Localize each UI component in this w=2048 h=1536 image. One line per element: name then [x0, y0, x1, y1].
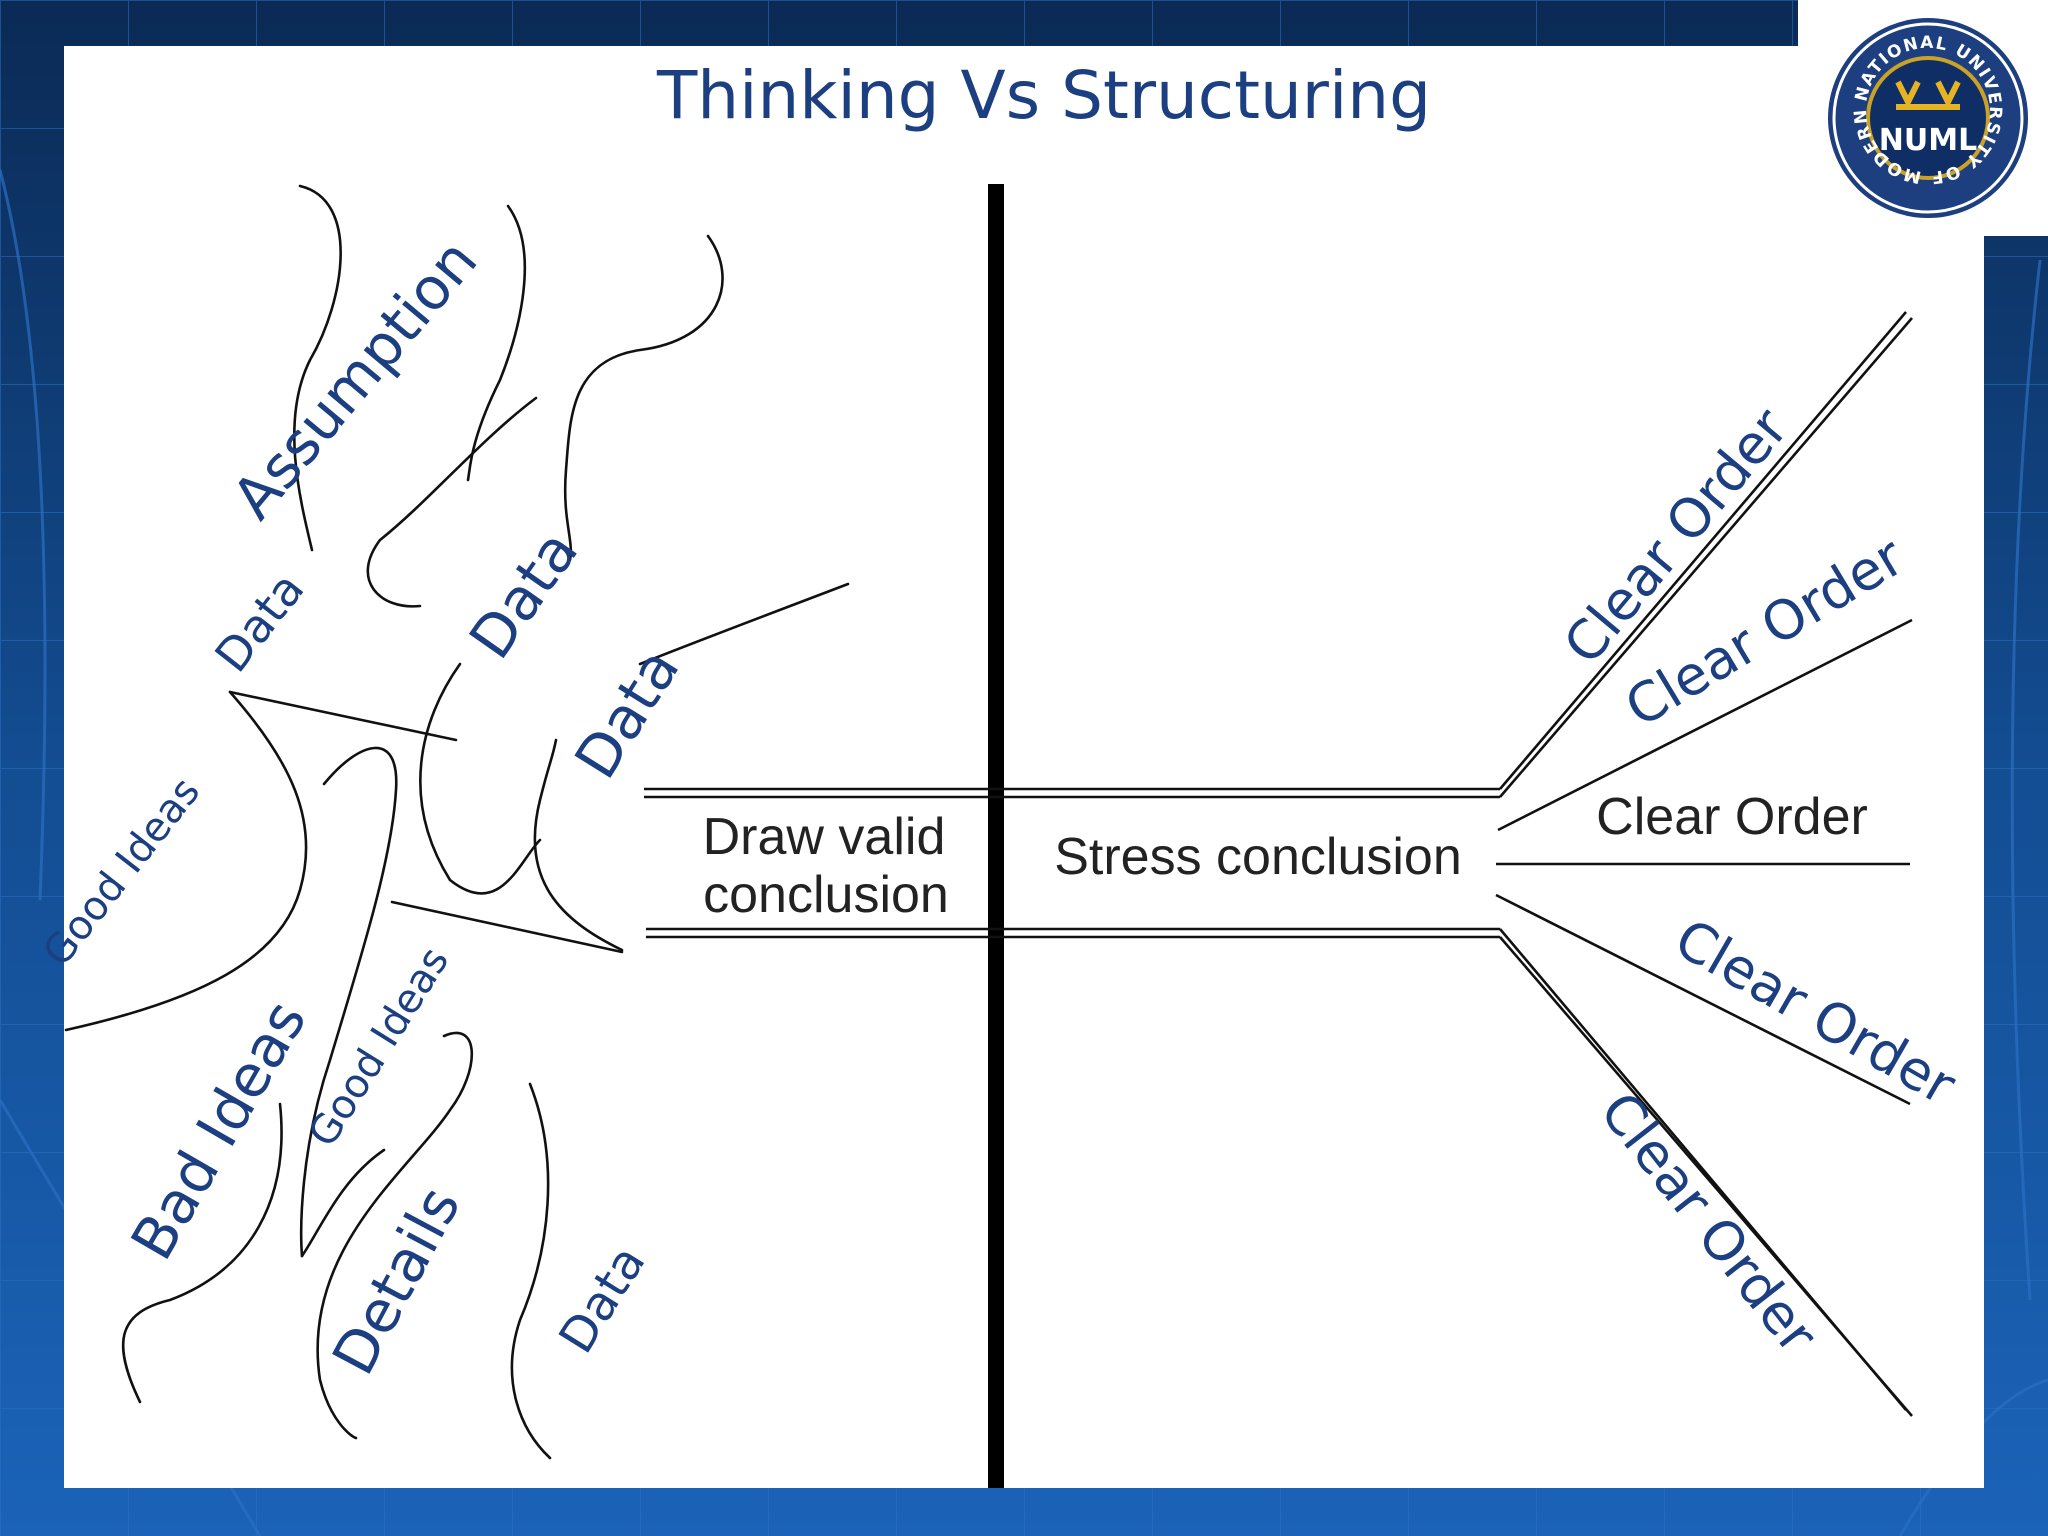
stress-conclusion-label: Stress conclusion [1054, 828, 1462, 886]
logo-emblem-icon [1895, 80, 1961, 110]
branch-lines [1495, 311, 1913, 1417]
thinking-doodles [64, 184, 850, 1460]
draw-conclusion-line2: conclusion [703, 866, 949, 924]
vertical-divider [988, 184, 1004, 1488]
funnel-channel [644, 787, 1500, 939]
logo-monogram: NUML [1879, 123, 1977, 158]
branch-label-middle: Clear Order [1596, 788, 1868, 846]
draw-conclusion-line1: Draw valid [703, 808, 946, 866]
slide-title: Thinking Vs Structuring [656, 57, 1431, 134]
slide-panel [64, 46, 1984, 1488]
